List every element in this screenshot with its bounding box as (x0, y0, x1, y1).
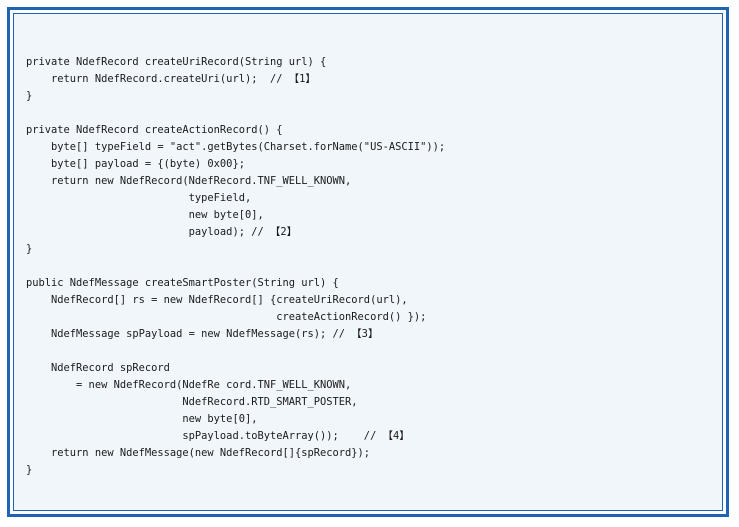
code-line: NdefRecord.RTD_SMART_POSTER, (26, 396, 358, 408)
code-line: NdefRecord[] rs = new NdefRecord[] {crea… (26, 294, 408, 306)
code-line: NdefRecord spRecord (26, 362, 170, 374)
code-line: private NdefRecord createUriRecord(Strin… (26, 56, 327, 68)
code-line: } (26, 243, 33, 255)
code-line: byte[] typeField = "act".getBytes(Charse… (26, 141, 446, 153)
code-line: return new NdefRecord(NdefRecord.TNF_WEL… (26, 175, 352, 187)
code-line (26, 343, 445, 360)
code-line (26, 258, 445, 275)
code-line: } (26, 90, 33, 102)
code-line: createActionRecord() }); (26, 311, 427, 323)
code-line (26, 105, 445, 122)
code-line: new byte[0], (26, 209, 264, 221)
code-line: } (26, 464, 33, 476)
code-block: private NdefRecord createUriRecord(Strin… (13, 13, 723, 511)
code-line: = new NdefRecord(NdefRe cord.TNF_WELL_KN… (26, 379, 352, 391)
code-line: public NdefMessage createSmartPoster(Str… (26, 277, 339, 289)
code-line: payload); // 【2】 (26, 226, 298, 238)
code-line: typeField, (26, 192, 252, 204)
code-line: byte[] payload = {(byte) 0x00}; (26, 158, 245, 170)
code-listing: private NdefRecord createUriRecord(Strin… (26, 54, 445, 479)
code-figure-frame: private NdefRecord createUriRecord(Strin… (7, 7, 729, 517)
code-line: return new NdefMessage(new NdefRecord[]{… (26, 447, 371, 459)
code-line: private NdefRecord createActionRecord() … (26, 124, 283, 136)
code-line: return NdefRecord.createUri(url); // 【1】 (26, 73, 316, 85)
code-line: NdefMessage spPayload = new NdefMessage(… (26, 328, 379, 340)
code-line: spPayload.toByteArray()); // 【4】 (26, 430, 410, 442)
code-line: new byte[0], (26, 413, 258, 425)
